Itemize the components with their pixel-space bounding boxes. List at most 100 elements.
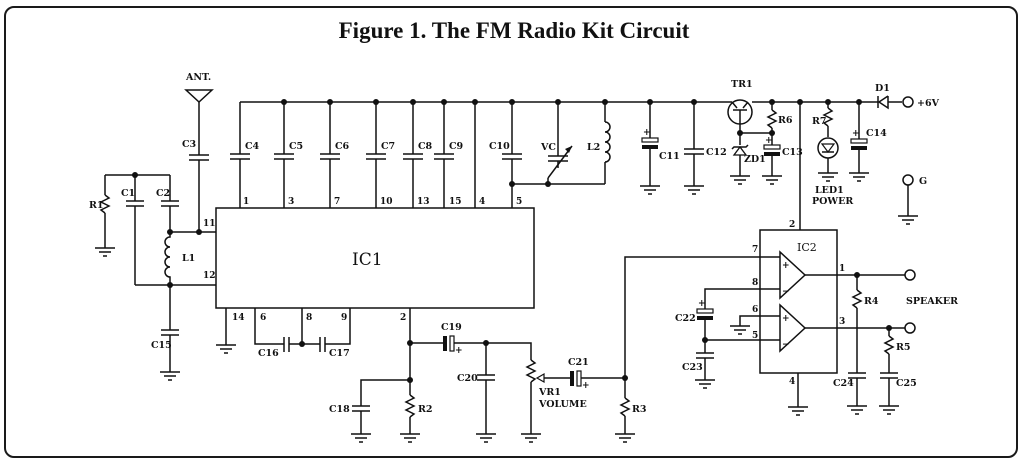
zd1-label: ZD1 (744, 154, 766, 165)
capacitor-c8 (403, 102, 423, 208)
capacitor-c13 (761, 144, 783, 185)
ground-icon (787, 406, 809, 416)
svg-text:7: 7 (334, 197, 340, 207)
l1-label: L1 (182, 253, 195, 264)
r7-label: R7 (812, 116, 827, 127)
diode-d1 (877, 95, 902, 110)
figure-frame (4, 6, 1018, 458)
c15-label: C15 (151, 340, 172, 351)
led-icon (817, 137, 839, 182)
ic2-label: IC2 (797, 241, 817, 254)
capacitor-c4 (230, 102, 250, 208)
r2-label: R2 (418, 404, 433, 415)
c7-label: C7 (381, 141, 395, 152)
svg-text:+: + (782, 314, 790, 324)
svg-text:13: 13 (417, 197, 430, 207)
r5-label: R5 (896, 342, 911, 353)
c23-label: C23 (682, 362, 703, 373)
svg-text:2: 2 (400, 313, 406, 323)
c8-label: C8 (418, 141, 433, 152)
c14-label: C14 (866, 128, 887, 139)
led1-caption: POWER (812, 196, 853, 207)
svg-text:7: 7 (752, 245, 758, 255)
capacitor-c5 (274, 102, 294, 208)
speaker-terminal-negative[interactable] (904, 322, 916, 334)
ic1-body (215, 207, 535, 309)
vr1-caption: VOLUME (538, 399, 587, 410)
svg-text:4: 4 (789, 377, 795, 387)
capacitor-c9 (434, 102, 454, 208)
svg-text:4: 4 (479, 197, 485, 207)
c3-label: C3 (182, 139, 196, 150)
svg-text:12: 12 (203, 271, 216, 281)
svg-text:6: 6 (752, 305, 758, 315)
svg-text:8: 8 (306, 313, 312, 323)
c16-label: C16 (258, 348, 279, 359)
c19-label: C19 (441, 322, 462, 333)
capacitor-c7 (366, 102, 386, 208)
c6-label: C6 (335, 141, 350, 152)
c22-polarity: + (698, 299, 706, 309)
svg-text:+: + (782, 261, 790, 271)
supply-label: +6V (917, 98, 940, 109)
speaker-terminal-positive[interactable] (904, 269, 916, 281)
capacitor-c15 (159, 285, 181, 381)
r3-label: R3 (632, 404, 647, 415)
r1-label: R1 (89, 200, 104, 211)
capacitor-c19 (410, 335, 486, 352)
tr1-label: TR1 (731, 79, 753, 90)
resistor-r3 (614, 378, 636, 443)
opamp-b-icon: + − (779, 303, 807, 353)
rail-junctions (281, 99, 862, 187)
transistor-tr1 (727, 99, 772, 134)
ic2-pin-labels: 2 7 8 6 5 1 3 4 (752, 220, 845, 387)
resistor-r1 (94, 175, 116, 257)
resistor-r5 (883, 328, 895, 373)
c13-polarity: + (765, 136, 773, 146)
capacitor-c14 (848, 102, 870, 182)
l2-label: L2 (587, 142, 600, 153)
variable-capacitor-vc (547, 102, 573, 184)
svg-text:14: 14 (232, 313, 245, 323)
ic2-pin6-wire (739, 315, 760, 326)
ground-terminal-label: G (919, 176, 927, 187)
capacitor-c3 (189, 148, 209, 232)
c5-label: C5 (289, 141, 303, 152)
ic1-pin-labels: 1 3 7 10 13 15 4 5 11 12 14 6 8 9 2 (203, 197, 522, 323)
speaker-label: SPEAKER (906, 296, 958, 307)
capacitor-c18 (350, 379, 410, 443)
c10-label: C10 (489, 141, 510, 152)
c9-label: C9 (449, 141, 464, 152)
figure-title: Figure 1. The FM Radio Kit Circuit (338, 18, 690, 43)
svg-text:1: 1 (243, 197, 249, 207)
capacitor-c11 (639, 102, 661, 195)
svg-text:5: 5 (752, 331, 758, 341)
c11-polarity: + (643, 128, 651, 138)
c13-label: C13 (782, 147, 803, 158)
led1-label: LED1 (815, 185, 844, 196)
d1-label: D1 (875, 83, 890, 94)
svg-text:8: 8 (752, 278, 758, 288)
c12-label: C12 (706, 147, 727, 158)
r6-label: R6 (778, 115, 793, 126)
c17-label: C17 (329, 348, 350, 359)
c19-polarity: + (455, 346, 463, 356)
ground-terminal[interactable] (902, 174, 914, 186)
capacitor-c24 (846, 372, 868, 415)
c21-label: C21 (568, 357, 589, 368)
c20-label: C20 (457, 373, 478, 384)
ground-icon (729, 325, 751, 335)
inductor-l2 (604, 102, 611, 184)
capacitor-c22 (696, 288, 760, 340)
antenna-icon (184, 89, 214, 148)
potentiometer-vr1[interactable] (486, 342, 545, 443)
c25-label: C25 (896, 378, 917, 389)
c1-label: C1 (121, 188, 135, 199)
supply-terminal[interactable] (902, 96, 914, 108)
ic2-pin7-wire (624, 256, 760, 378)
capacitor-c23 (694, 340, 716, 389)
zener-zd1 (729, 133, 751, 185)
ground-icon (215, 344, 237, 354)
c4-label: C4 (245, 141, 260, 152)
